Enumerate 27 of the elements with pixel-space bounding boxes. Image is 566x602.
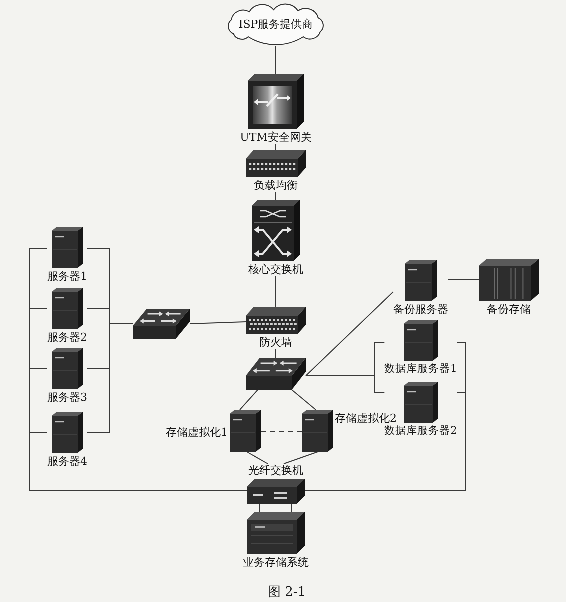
device-label: 服务器1 [48,270,88,283]
connection-line [190,322,246,324]
connection-line [306,292,394,376]
device-label: 负载均衡 [254,179,298,192]
device-label: 备份存储 [487,303,531,316]
device-label: 数据库服务器1 [384,363,458,376]
connection-line [284,452,318,464]
device-label: 防火墙 [260,336,292,349]
device-label: 数据库服务器2 [384,425,458,438]
connection-line [306,342,386,394]
connection-line [246,452,268,464]
connection-line [304,342,466,492]
figure-caption: 图 2-1 [268,585,306,600]
cloud-label: ISP服务提供商 [238,18,314,30]
device-label: 业务存储系统 [243,556,309,569]
device-label: 核心交换机 [248,263,304,276]
connection-line [30,248,248,492]
device-label: 服务器4 [48,455,88,468]
device-label: 存储虚拟化1 [166,426,228,438]
device-label: 服务器3 [48,391,88,404]
connection-line [87,248,134,434]
device-label: 备份服务器 [394,303,448,316]
device-label: 服务器2 [48,331,88,344]
connection-line [240,390,258,410]
device-label: 存储虚拟化2 [335,412,397,424]
device-label: 光纤交换机 [248,464,304,477]
device-label: UTM安全网关 [240,131,312,144]
